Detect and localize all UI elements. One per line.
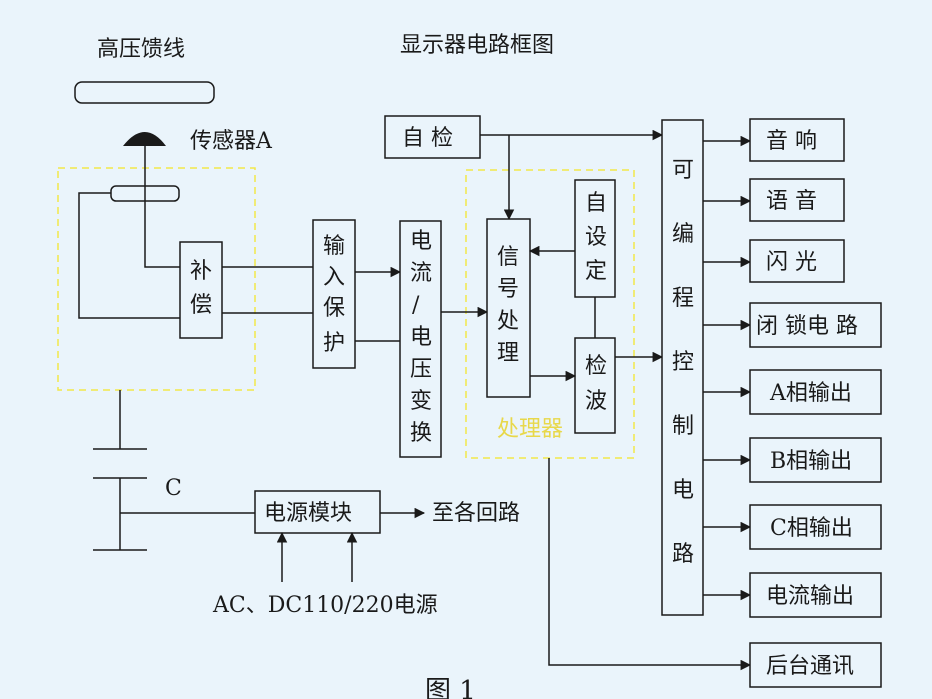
sensor-region [57, 167, 256, 391]
processor-region [465, 169, 635, 459]
plc-char-0: 可 [672, 158, 694, 183]
output-label-5: B相输出 [770, 449, 852, 474]
output-label-1: 语 音 [766, 189, 817, 214]
diagram-title: 显示器电路框图 [400, 33, 554, 58]
capacitor-label: C [165, 476, 182, 501]
signal-char-1: 号 [497, 277, 519, 302]
comp-char-0: 补 [190, 259, 212, 284]
backend-box [749, 642, 882, 688]
output-label-2: 闪 光 [766, 250, 817, 275]
hv-line-label: 高压馈线 [97, 37, 185, 62]
wire-coil-loop [78, 192, 180, 319]
detect-char-1: 波 [585, 389, 607, 414]
iv-char-2: / [412, 293, 420, 318]
output-box-1 [749, 178, 845, 222]
output-label-6: C相输出 [770, 516, 853, 541]
power-module-block [254, 490, 381, 534]
plc-char-1: 编 [672, 222, 694, 247]
output-label-0: 音 响 [766, 129, 817, 154]
output-box-5 [749, 437, 882, 483]
output-label-3: 闭 锁电 路 [756, 314, 858, 339]
plc-char-3: 控 [672, 350, 694, 375]
compensation-block [179, 241, 223, 339]
iv-char-6: 换 [410, 421, 432, 446]
protect-char-0: 输 [323, 234, 345, 259]
output-box-6 [749, 504, 882, 550]
selfset-char-2: 定 [585, 259, 607, 284]
power-module-label: 电源模块 [264, 501, 352, 526]
plc-char-4: 制 [672, 414, 694, 439]
output-box-7 [749, 572, 882, 618]
wire-sensor-to-comp [144, 146, 180, 268]
power-source-label: AC、DC110/220电源 [212, 593, 438, 618]
output-label-4: A相输出 [769, 381, 852, 406]
comp-char-1: 偿 [190, 293, 212, 318]
signal-char-0: 信 [497, 245, 519, 270]
plc-char-2: 程 [672, 286, 694, 311]
plc-block [661, 119, 704, 616]
signal-char-3: 理 [497, 341, 519, 366]
iv-convert-block [399, 220, 442, 458]
output-box-2 [749, 239, 845, 283]
figure-caption: 图 1 [425, 676, 476, 699]
input-protect-block [312, 219, 356, 369]
protect-char-1: 入 [323, 265, 345, 290]
output-box-4 [749, 369, 882, 415]
self-check-label: 自 检 [402, 126, 453, 151]
selfset-char-1: 设 [585, 225, 607, 250]
output-box-3 [749, 302, 882, 348]
protect-char-3: 护 [323, 331, 345, 356]
plc-char-5: 电 [672, 478, 694, 503]
to-circuits-label: 至各回路 [432, 501, 520, 526]
signal-proc-block [486, 218, 531, 398]
hv-feeder-line [74, 81, 215, 104]
plc-char-6: 路 [672, 542, 694, 567]
output-label-7: 电流输出 [766, 584, 854, 609]
detect-char-0: 检 [585, 354, 607, 379]
signal-char-2: 处 [497, 309, 519, 334]
iv-char-3: 电 [410, 325, 432, 350]
iv-char-1: 流 [410, 261, 432, 286]
iv-char-4: 压 [410, 357, 432, 382]
iv-char-5: 变 [410, 389, 432, 414]
protect-char-2: 保 [323, 296, 345, 321]
self-set-block [574, 179, 616, 298]
processor-label: 处理器 [497, 417, 563, 442]
selfset-char-0: 自 [585, 191, 607, 216]
sensor-head-icon [123, 132, 166, 146]
output-box-0 [749, 118, 845, 162]
arrow-backend [548, 458, 752, 671]
iv-char-0: 电 [410, 229, 432, 254]
backend-label: 后台通讯 [766, 654, 854, 679]
sensor-label: 传感器A [190, 129, 273, 154]
detect-block [574, 337, 616, 434]
self-check-block [384, 115, 481, 159]
